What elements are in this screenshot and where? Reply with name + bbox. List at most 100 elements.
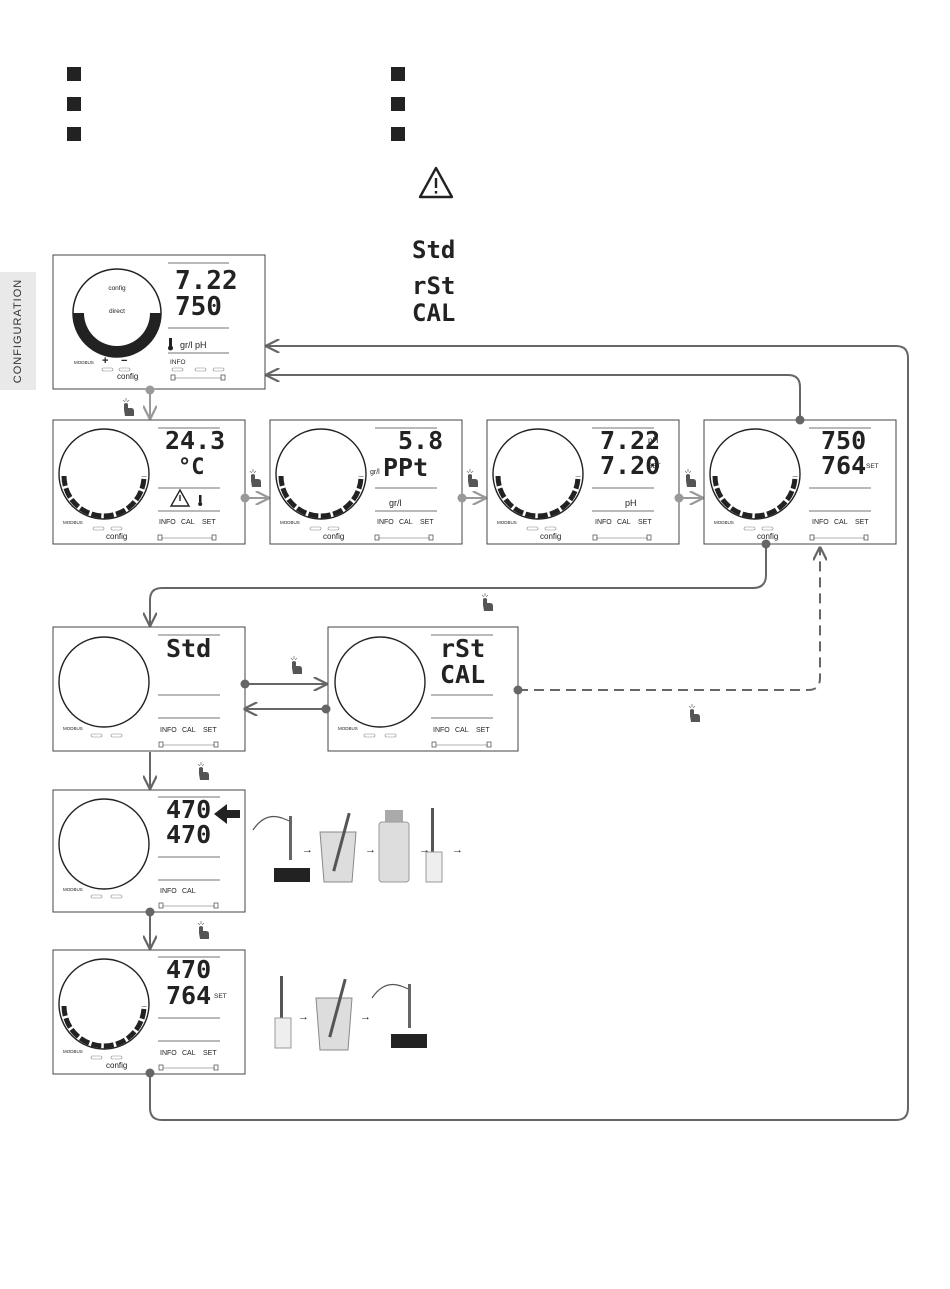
sensor-in-tube-icon [274, 976, 292, 1049]
ph-value: 7.22 [600, 426, 660, 455]
set-button[interactable]: SET [420, 519, 434, 526]
thermometer-icon [168, 338, 173, 351]
hand-icon [371, 983, 412, 999]
info-button[interactable]: INFO [433, 727, 450, 734]
step-arrow: → [302, 844, 313, 856]
press-hand-icon [197, 761, 210, 781]
main-value-2: 750 [175, 292, 222, 322]
dial-num: 10 [142, 316, 149, 322]
set-button[interactable]: SET [638, 519, 652, 526]
salt-unit-bottom: gr/l [389, 498, 402, 508]
arrow-left-icon [214, 804, 240, 824]
set-button[interactable]: SET [203, 1050, 217, 1057]
main-units: gr/l pH [180, 340, 207, 350]
plus-button[interactable]: + [102, 355, 108, 367]
main-panel: config direct 50 40 30 20 10 7.22 750 gr… [52, 254, 266, 390]
thermometer-icon [198, 495, 203, 506]
legend-square [391, 67, 405, 81]
press-hand-icon [249, 468, 262, 488]
set-button[interactable]: SET [476, 727, 490, 734]
cal-button[interactable]: CAL [182, 727, 196, 734]
calibration-steps-reinstall: → → [274, 976, 427, 1051]
brand-logo: MODBUS [63, 520, 83, 525]
press-hand-icon [466, 468, 479, 488]
panel-calibration: 470 470 MODBUS INFO CAL [52, 789, 246, 913]
panel-redox: 750 764 SET MODBUS config INFO CAL SET [703, 419, 897, 545]
panel-temperature: 24.3 °C MODBUS config INFO CAL SET [52, 419, 246, 545]
brand-logo: MODBUS [714, 520, 734, 525]
legend-squares [67, 67, 405, 141]
step-arrow: → [365, 844, 376, 856]
config-button[interactable]: config [540, 532, 561, 541]
press-hand-icon [122, 397, 135, 417]
dial-mid-label: direct [109, 308, 125, 315]
press-hand-icon [481, 592, 494, 612]
done-set-value: 764 [166, 981, 211, 1010]
redox-set-label: SET [866, 463, 879, 470]
info-button[interactable]: INFO [160, 888, 177, 895]
press-hand-icon [197, 920, 210, 940]
done-value: 470 [166, 955, 211, 984]
config-button[interactable]: config [757, 532, 778, 541]
dial-num: 30 [114, 338, 121, 344]
cal-button[interactable]: CAL [399, 519, 413, 526]
salt-unit-left: gr/l [370, 469, 380, 476]
dial-scale [73, 313, 161, 357]
legend-square [67, 97, 81, 111]
info-button[interactable]: INFO [159, 519, 176, 526]
cal-button[interactable]: CAL [617, 519, 631, 526]
flow-connectors [146, 346, 909, 1121]
press-hand-icon [688, 703, 701, 723]
brand-logo: MODBUS [74, 360, 94, 365]
redox-set-value: 764 [821, 451, 866, 480]
calibration-steps-remove: → → → → [252, 808, 463, 883]
step-arrow: → [419, 844, 430, 856]
info-button[interactable]: INFO [170, 359, 186, 366]
cal-button[interactable]: CAL [182, 1050, 196, 1057]
step-arrow: → [298, 1011, 309, 1023]
solution-bottle-icon [378, 810, 410, 883]
panel-ph: 7.22 pH 7.20 SET pH MODBUS config INFO C… [486, 419, 680, 545]
salt-ppt: PPt [383, 453, 428, 482]
info-button[interactable]: INFO [160, 727, 177, 734]
redox-value: 750 [821, 426, 866, 455]
config-button[interactable]: config [323, 532, 344, 541]
dial-num: 40 [96, 333, 103, 339]
brand-logo: MODBUS [497, 520, 517, 525]
legend-code-cal: CAL [412, 299, 455, 327]
config-button[interactable]: config [106, 1061, 127, 1070]
set-button[interactable]: SET [855, 519, 869, 526]
legend-code-rst: rSt [412, 272, 455, 300]
set-button[interactable]: SET [203, 727, 217, 734]
main-value-1: 7.22 [175, 266, 238, 296]
brand-logo: MODBUS [63, 726, 83, 731]
panel-std: Std MODBUS INFO CAL SET [52, 626, 246, 752]
rst-cal-value: CAL [440, 660, 485, 689]
salt-value: 5.8 [398, 426, 443, 455]
done-set-label: SET [214, 993, 227, 1000]
info-button[interactable]: INFO [377, 519, 394, 526]
brand-logo: MODBUS [63, 887, 83, 892]
set-button[interactable]: SET [202, 519, 216, 526]
cal-button[interactable]: CAL [182, 888, 196, 895]
cal-button[interactable]: CAL [181, 519, 195, 526]
configuration-side-tab: CONFIGURATION [0, 272, 36, 390]
brand-logo: MODBUS [280, 520, 300, 525]
info-button[interactable]: INFO [160, 1050, 177, 1057]
brand-logo: MODBUS [63, 1049, 83, 1054]
cal-button[interactable]: CAL [455, 727, 469, 734]
minus-button[interactable]: − [121, 355, 127, 367]
legend-square [391, 127, 405, 141]
temp-unit: °C [178, 455, 205, 480]
config-button[interactable]: config [117, 372, 138, 381]
info-button[interactable]: INFO [595, 519, 612, 526]
cal-button[interactable]: CAL [834, 519, 848, 526]
lock-icon [170, 374, 176, 381]
unlock-icon [220, 374, 226, 381]
info-button[interactable]: INFO [812, 519, 829, 526]
ph-unit-bottom: pH [625, 498, 637, 508]
config-button[interactable]: config [106, 532, 127, 541]
warning-icon [169, 488, 191, 507]
beaker-icon [315, 978, 353, 1051]
